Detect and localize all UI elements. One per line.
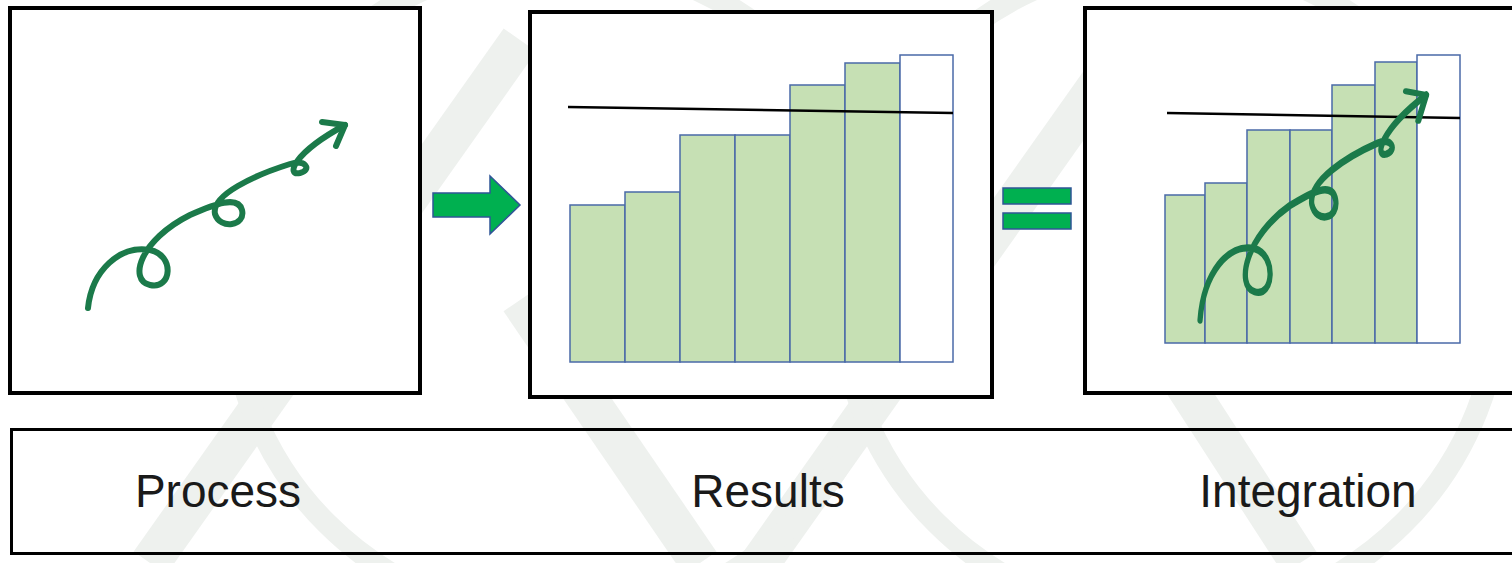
results-panel [530, 12, 992, 397]
process-squiggle [88, 122, 345, 308]
stage-label: Results [691, 466, 844, 517]
stage-label: Integration [1199, 466, 1416, 517]
label-bar: Process Results Integration [10, 428, 1512, 555]
equals-symbol [1003, 188, 1071, 229]
process-panel [10, 8, 420, 393]
integration-chart [1165, 55, 1460, 343]
results-chart [568, 55, 953, 362]
arrow-symbol [433, 176, 520, 234]
integration-panel [1085, 8, 1512, 393]
integration-squiggle [1200, 91, 1426, 320]
stage-label: Process [135, 466, 301, 517]
